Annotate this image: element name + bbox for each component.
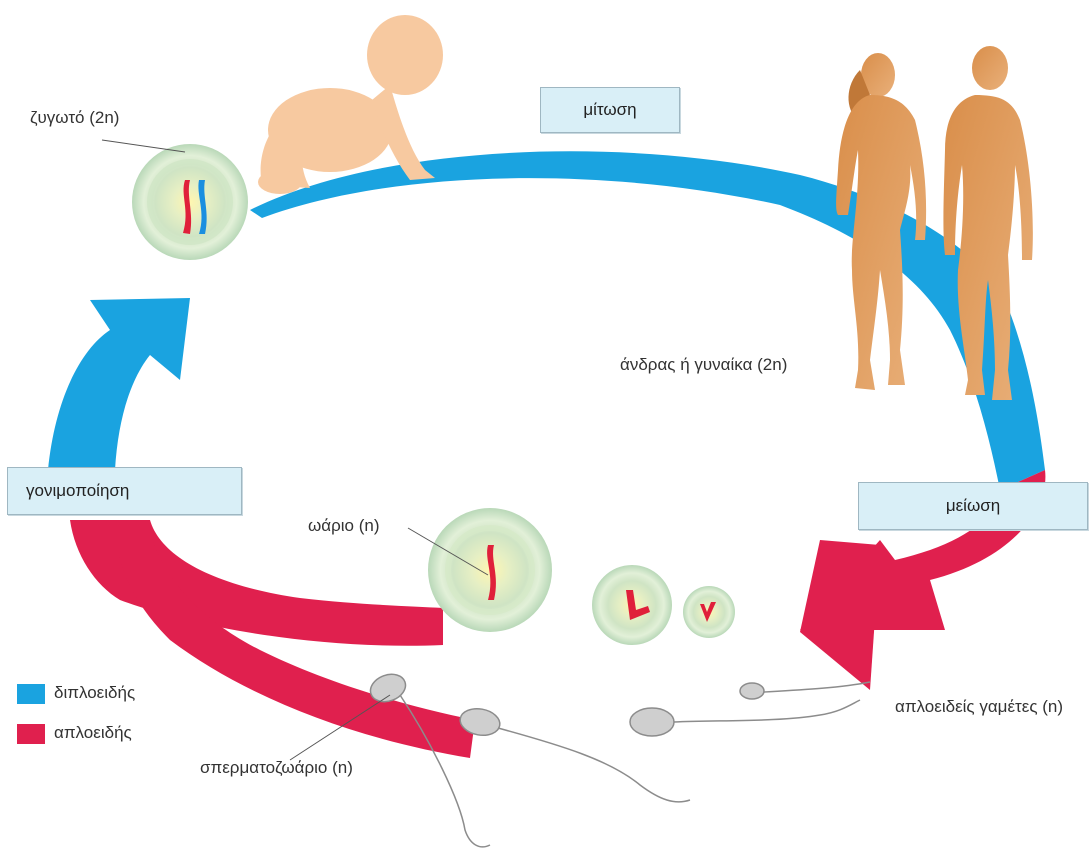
legend-label-haploid: απλοειδής (54, 723, 132, 742)
sperm-icon (369, 673, 871, 848)
meiosis-text: μείωση (945, 496, 1001, 515)
polar-body-large (592, 565, 672, 645)
zygote-pointer (101, 139, 186, 153)
diploid-arrow-mitosis (250, 151, 1045, 490)
legend-swatch-diploid (17, 684, 45, 704)
zygote-label: ζυγωτό (2n) (30, 108, 120, 127)
egg-cell (428, 508, 552, 632)
mitosis-label: μίτωση (540, 87, 680, 133)
egg-pointer (407, 527, 489, 576)
gametes-label: απλοειδείς γαμέτες (n) (895, 697, 1064, 716)
haploid-arrow-egg (70, 520, 443, 646)
mitosis-text: μίτωση (583, 100, 637, 119)
polar-body-small (683, 586, 735, 638)
sperm-pointer (289, 694, 391, 761)
man-figure (943, 46, 1033, 400)
fertilization-label: γονιμοποίηση (7, 467, 242, 515)
zygote-cell (132, 144, 248, 260)
egg-label: ωάριο (n) (308, 516, 380, 535)
adult-label: άνδρας ή γυναίκα (2n) (620, 355, 788, 374)
diploid-arrow-fertilization (48, 298, 190, 470)
legend-swatch-haploid (17, 724, 45, 744)
meiosis-label: μείωση (858, 482, 1088, 530)
legend-label-diploid: διπλοειδής (54, 683, 136, 702)
baby-figure (258, 15, 443, 194)
fertilization-text: γονιμοποίηση (26, 481, 130, 500)
woman-figure (836, 53, 927, 390)
haploid-arrow-meiosis-head (800, 540, 880, 690)
sperm-label: σπερματοζωάριο (n) (200, 758, 353, 777)
